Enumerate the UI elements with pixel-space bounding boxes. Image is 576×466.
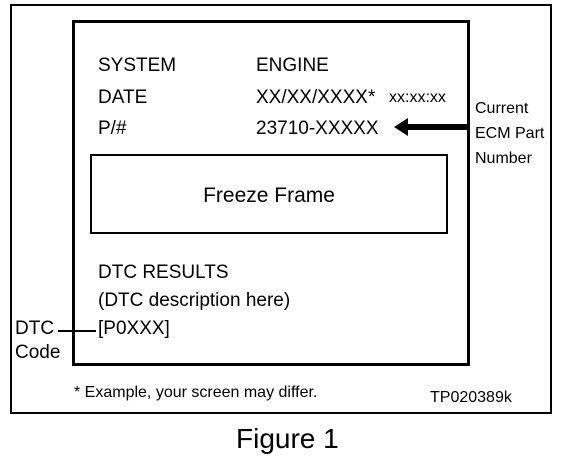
reference-code: TP020389k — [430, 389, 512, 406]
dtc-results-heading: DTC RESULTS — [98, 262, 229, 283]
figure-caption: Figure 1 — [236, 423, 339, 454]
ecm-callout-line-3: Number — [475, 150, 532, 167]
ecm-callout-line-2: ECM Part — [475, 125, 545, 142]
freeze-frame-label: Freeze Frame — [203, 184, 335, 207]
ecm-part-arrow-head — [394, 118, 408, 136]
dtc-callout-line-1: DTC — [15, 318, 55, 339]
dtc-leader-line — [58, 330, 96, 332]
scan-tool-screen — [72, 20, 470, 366]
dtc-description: (DTC description here) — [98, 290, 291, 311]
ecm-part-arrow-shaft — [406, 124, 468, 130]
ecm-callout-line-1: Current — [475, 100, 529, 117]
date-label: DATE — [98, 87, 148, 108]
system-value: ENGINE — [256, 55, 329, 76]
date-value: XX/XX/XXXX* — [256, 87, 376, 108]
time-value: xx:xx:xx — [389, 89, 446, 106]
part-label: P/# — [98, 118, 127, 139]
example-footnote: * Example, your screen may differ. — [74, 384, 318, 401]
dtc-code: [P0XXX] — [98, 318, 170, 339]
part-value: 23710-XXXXX — [256, 118, 379, 139]
dtc-callout-line-2: Code — [15, 342, 61, 363]
diagram-frame — [10, 4, 552, 414]
freeze-frame-box: Freeze Frame — [90, 154, 448, 234]
system-label: SYSTEM — [98, 55, 177, 76]
